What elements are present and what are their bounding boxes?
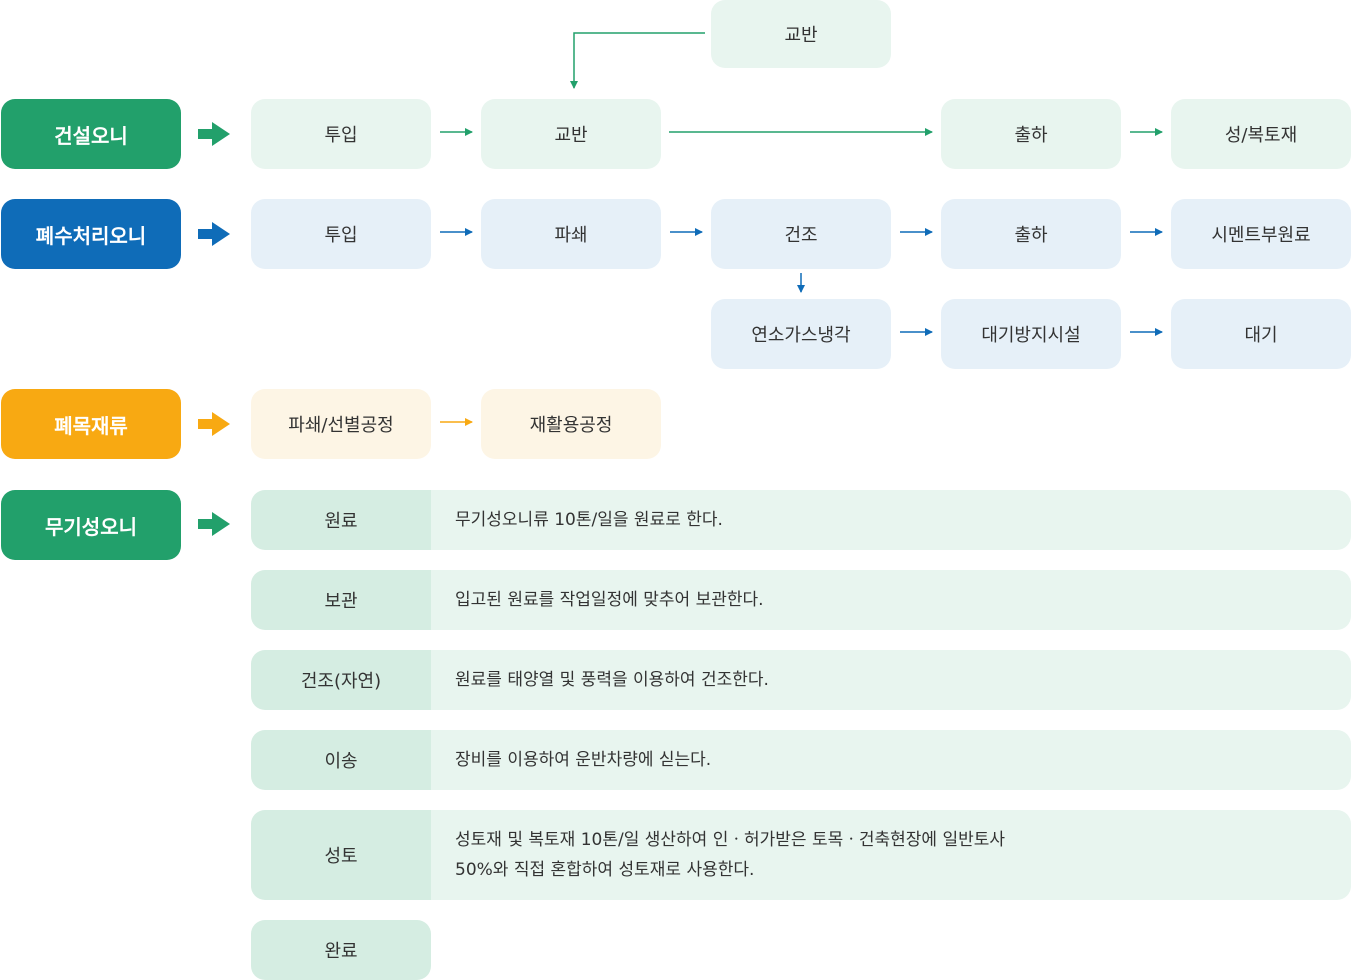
step-c-input: 투입: [251, 99, 431, 169]
step-w-input: 투입: [251, 199, 431, 269]
desc-line: 성토재 및 복토재 10톤/일 생산하여 인ㆍ허가받은 토목ㆍ건축현장에 일반토…: [455, 830, 1006, 850]
step-c-fill-material: 성/복토재: [1171, 99, 1351, 169]
inorganic-desc: 무기성오니류 10톤/일을 원료로 한다.: [431, 490, 1351, 550]
category-arrow-construction: [198, 122, 230, 146]
step-w-drying: 건조: [711, 199, 891, 269]
step-w-crushing: 파쇄: [481, 199, 661, 269]
step-c-mixing: 교반: [481, 99, 661, 169]
category-arrow-wastewater: [198, 222, 230, 246]
desc-line: 50%와 직접 혼합하여 성토재로 사용한다.: [455, 860, 755, 880]
desc-line: 무기성오니류 10톤/일을 원료로 한다.: [455, 510, 723, 530]
inorganic-desc: 입고된 원료를 작업일정에 맞추어 보관한다.: [431, 570, 1351, 630]
step-wood-recycle: 재활용공정: [481, 389, 661, 459]
inorganic-label: 성토: [251, 810, 431, 900]
inorganic-label: 이송: [251, 730, 431, 790]
category-arrow-inorganic: [198, 512, 230, 536]
category-wastewater-sludge: 폐수처리오니: [1, 199, 181, 269]
inorganic-label: 보관: [251, 570, 431, 630]
inorganic-label: 건조(자연): [251, 650, 431, 710]
step-top-mixing: 교반: [711, 0, 891, 68]
inorganic-desc: 원료를 태양열 및 풍력을 이용하여 건조한다.: [431, 650, 1351, 710]
desc-line: 원료를 태양열 및 풍력을 이용하여 건조한다.: [455, 670, 769, 690]
step-w-atmosphere: 대기: [1171, 299, 1351, 369]
step-w-air-pollution-control: 대기방지시설: [941, 299, 1121, 369]
inorganic-label: 원료: [251, 490, 431, 550]
step-w-shipping: 출하: [941, 199, 1121, 269]
category-inorganic-sludge: 무기성오니: [1, 490, 181, 560]
desc-line: 입고된 원료를 작업일정에 맞추어 보관한다.: [455, 590, 764, 610]
inorganic-label: 완료: [251, 920, 431, 980]
category-waste-wood: 폐목재류: [1, 389, 181, 459]
step-wood-crush-sort: 파쇄/선별공정: [251, 389, 431, 459]
arrow-top-mixing-to-mixing: [570, 32, 705, 89]
step-w-gas-cooling: 연소가스냉각: [711, 299, 891, 369]
inorganic-desc: 성토재 및 복토재 10톤/일 생산하여 인ㆍ허가받은 토목ㆍ건축현장에 일반토…: [431, 810, 1351, 900]
desc-line: 장비를 이용하여 운반차량에 싣는다.: [455, 750, 712, 770]
category-construction-sludge: 건설오니: [1, 99, 181, 169]
step-w-cement-material: 시멘트부원료: [1171, 199, 1351, 269]
inorganic-desc: 장비를 이용하여 운반차량에 싣는다.: [431, 730, 1351, 790]
step-c-shipping: 출하: [941, 99, 1121, 169]
category-arrow-wood: [198, 412, 230, 436]
